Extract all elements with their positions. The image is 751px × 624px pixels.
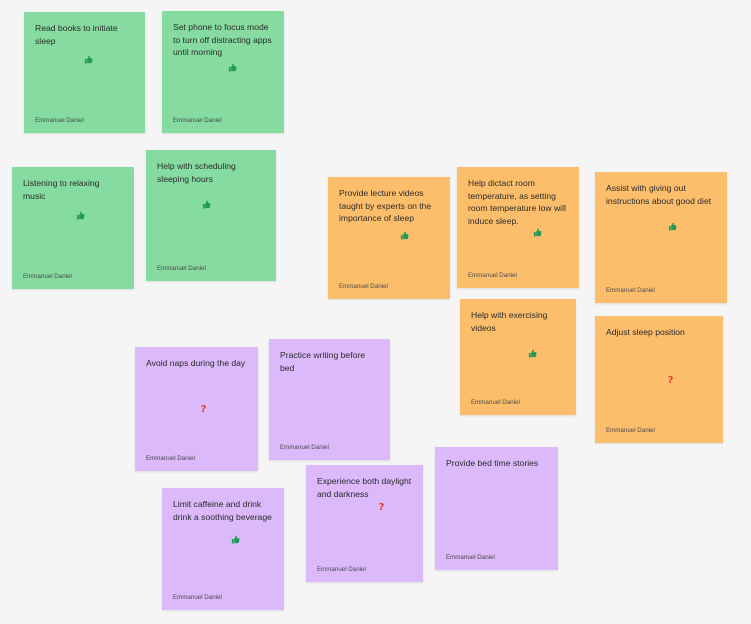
sticky-note[interactable]: Read books to initiate sleep Emmanuel Da…	[24, 12, 145, 133]
note-author: Emmanuel Daniel	[317, 566, 366, 573]
note-author: Emmanuel Daniel	[468, 272, 517, 279]
sticky-note[interactable]: Adjust sleep position ? Emmanuel Daniel	[595, 316, 723, 443]
note-author: Emmanuel Daniel	[606, 427, 655, 434]
note-author: Emmanuel Daniel	[446, 554, 495, 561]
sticky-note[interactable]: Listening to relaxing music Emmanuel Dan…	[12, 167, 134, 289]
note-text: Assist with giving out instructions abou…	[606, 183, 712, 206]
question-mark-icon[interactable]: ?	[667, 374, 674, 386]
note-author: Emmanuel Daniel	[146, 455, 195, 462]
question-mark-icon[interactable]: ?	[200, 403, 207, 415]
sticky-note[interactable]: Assist with giving out instructions abou…	[595, 172, 727, 303]
note-text: Avoid naps during the day	[146, 358, 246, 368]
thumbs-up-icon[interactable]	[667, 221, 678, 232]
sticky-note[interactable]: Help with exercising videos Emmanuel Dan…	[460, 299, 576, 415]
note-text: Help with exercising videos	[471, 310, 548, 333]
thumbs-up-icon[interactable]	[201, 199, 212, 210]
sticky-note[interactable]: Help dictact room temperature, as settin…	[457, 167, 579, 288]
note-author: Emmanuel Daniel	[157, 265, 206, 272]
note-text: Set phone to focus mode to turn off dist…	[173, 22, 272, 57]
note-author: Emmanuel Daniel	[35, 117, 84, 124]
thumbs-up-icon[interactable]	[227, 62, 238, 73]
sticky-note[interactable]: Limit caffeine and drink drink a soothin…	[162, 488, 284, 610]
thumbs-up-icon[interactable]	[75, 210, 86, 221]
sticky-note[interactable]: Experience both daylight and darkness ? …	[306, 465, 423, 582]
sticky-note[interactable]: Practice writing before bed Emmanuel Dan…	[269, 339, 390, 460]
note-text: Practice writing before bed	[280, 350, 366, 373]
thumbs-up-icon[interactable]	[532, 227, 543, 238]
note-text: Provide lecture videos taught by experts…	[339, 188, 432, 223]
note-text: Experience both daylight and darkness	[317, 476, 412, 499]
thumbs-up-icon[interactable]	[230, 534, 241, 545]
thumbs-up-icon[interactable]	[83, 54, 94, 65]
note-author: Emmanuel Daniel	[339, 283, 388, 290]
thumbs-up-icon[interactable]	[399, 230, 410, 241]
note-text: Adjust sleep position	[606, 327, 685, 337]
note-author: Emmanuel Daniel	[280, 444, 329, 451]
sticky-note[interactable]: Help with scheduling sleeping hours Emma…	[146, 150, 276, 281]
question-mark-icon[interactable]: ?	[378, 501, 385, 513]
note-text: Listening to relaxing music	[23, 178, 100, 201]
note-author: Emmanuel Daniel	[173, 117, 222, 124]
thumbs-up-icon[interactable]	[527, 348, 538, 359]
note-author: Emmanuel Daniel	[173, 594, 222, 601]
note-text: Provide bed time stories	[446, 458, 539, 468]
sticky-note[interactable]: Provide lecture videos taught by experts…	[328, 177, 450, 299]
note-text: Limit caffeine and drink drink a soothin…	[173, 499, 272, 522]
note-text: Help with scheduling sleeping hours	[157, 161, 236, 184]
sticky-note[interactable]: Avoid naps during the day ? Emmanuel Dan…	[135, 347, 258, 471]
sticky-note[interactable]: Set phone to focus mode to turn off dist…	[162, 11, 284, 133]
note-text: Help dictact room temperature, as settin…	[468, 178, 566, 226]
note-author: Emmanuel Daniel	[471, 399, 520, 406]
note-author: Emmanuel Daniel	[23, 273, 72, 280]
note-author: Emmanuel Daniel	[606, 287, 655, 294]
note-text: Read books to initiate sleep	[35, 23, 118, 46]
sticky-note[interactable]: Provide bed time stories Emmanuel Daniel	[435, 447, 558, 570]
